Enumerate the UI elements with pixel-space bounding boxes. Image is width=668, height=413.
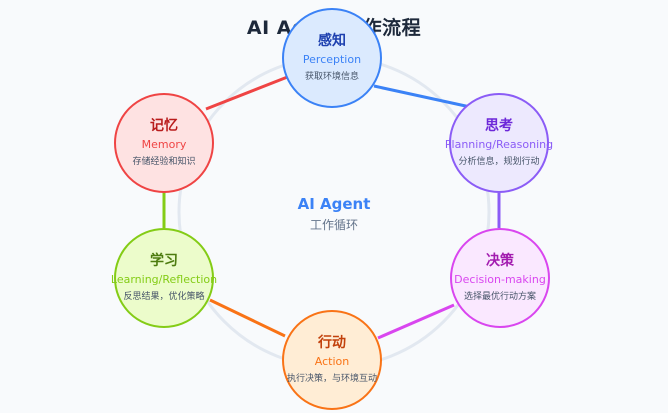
- node-action[interactable]: 行动 Action 执行决策，与环境互动: [282, 310, 382, 410]
- node-learning[interactable]: 学习 Learning/Reflection 反思结果，优化策略: [110, 228, 218, 328]
- node-action-description: 执行决策，与环境互动: [286, 374, 377, 384]
- node-decision-subtitle: Decision-making: [454, 273, 546, 286]
- node-planning[interactable]: 思考 Planning/Reasoning 分析信息，规划行动: [445, 93, 553, 193]
- node-perception-description: 获取环境信息: [304, 72, 359, 82]
- node-planning-subtitle: Planning/Reasoning: [444, 138, 554, 151]
- node-memory-description: 存储经验和知识: [132, 157, 196, 167]
- node-action-subtitle: Action: [314, 355, 350, 368]
- connector-decision-action: [377, 303, 455, 340]
- center-title: AI Agent: [297, 195, 371, 213]
- node-planning-description: 分析信息，规划行动: [458, 157, 540, 167]
- connector-memory-perception: [205, 74, 291, 111]
- node-perception-title: 感知: [318, 33, 346, 49]
- node-perception[interactable]: 感知 Perception 获取环境信息: [282, 8, 382, 108]
- node-memory[interactable]: 记忆 Memory 存储经验和知识: [114, 93, 214, 193]
- node-memory-title: 记忆: [150, 118, 178, 134]
- node-learning-subtitle: Learning/Reflection: [110, 273, 218, 286]
- node-learning-description: 反思结果，优化策略: [123, 292, 205, 302]
- node-perception-subtitle: Perception: [302, 53, 362, 66]
- node-action-title: 行动: [318, 335, 346, 351]
- connector-action-learning: [209, 298, 286, 338]
- center-subtitle: 工作循环: [309, 218, 358, 232]
- center-label: AI Agent 工作循环: [254, 194, 414, 234]
- node-memory-subtitle: Memory: [141, 138, 187, 151]
- node-learning-title: 学习: [150, 253, 178, 269]
- node-decision-title: 决策: [486, 253, 514, 269]
- node-decision[interactable]: 决策 Decision-making 选择最优行动方案: [450, 228, 550, 328]
- node-decision-description: 选择最优行动方案: [463, 292, 536, 302]
- node-planning-title: 思考: [485, 118, 513, 134]
